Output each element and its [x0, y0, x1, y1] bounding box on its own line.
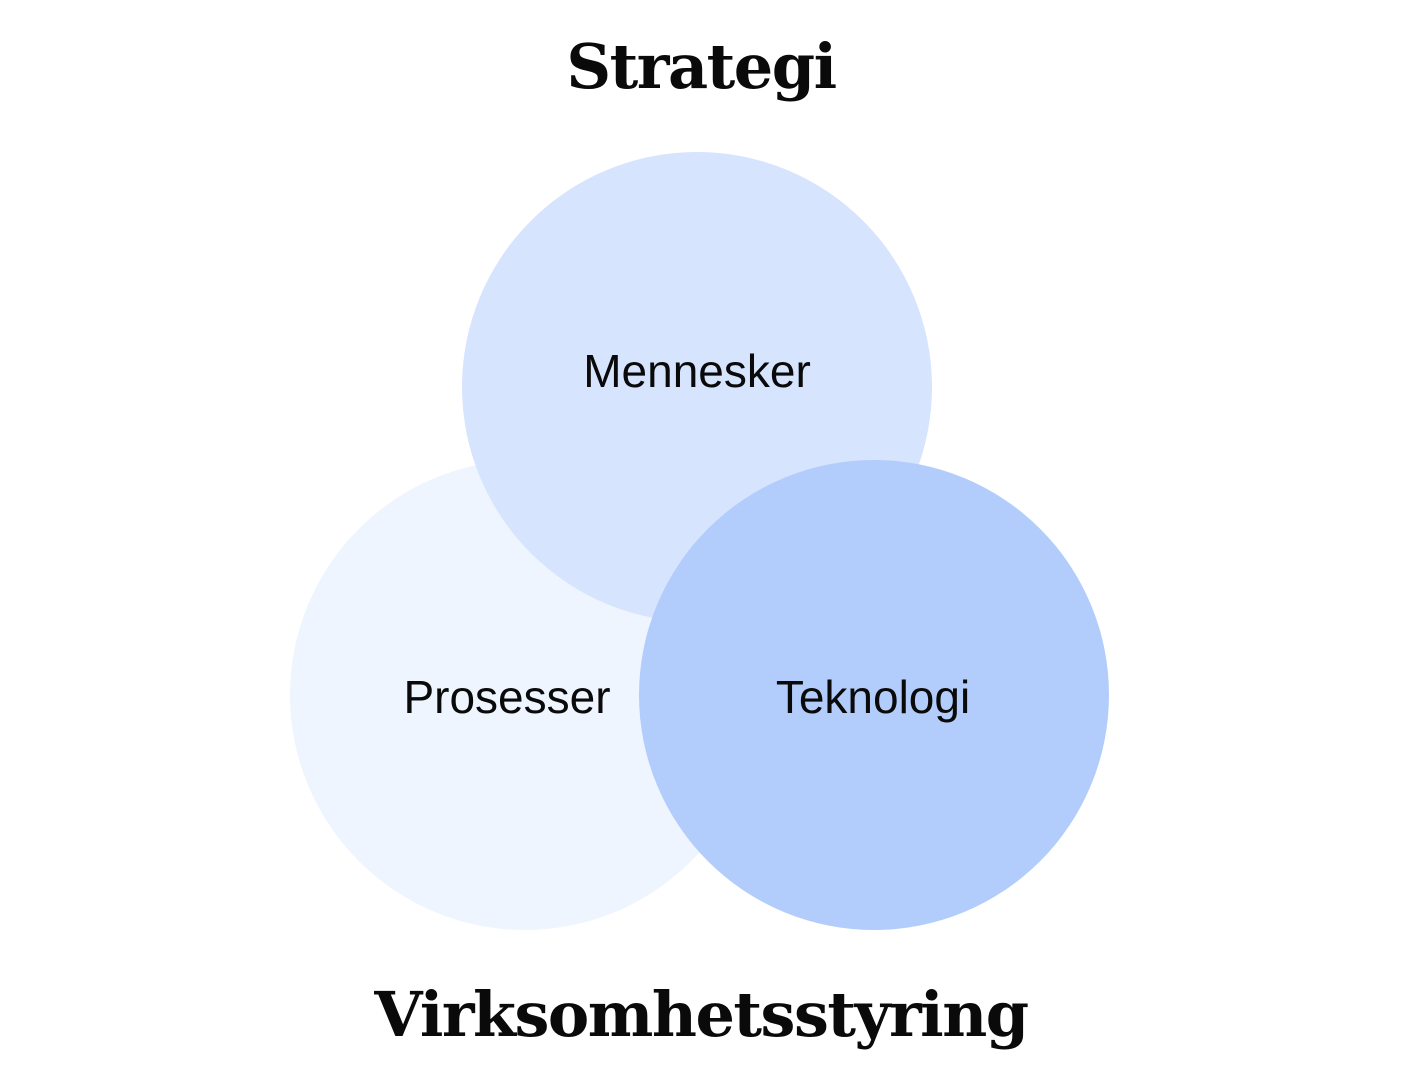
- diagram-title-strategi: Strategi: [566, 30, 837, 103]
- circle-teknologi: [639, 460, 1109, 930]
- diagram-title-virksomhetsstyring: Virksomhetsstyring: [374, 978, 1029, 1051]
- label-teknologi: Teknologi: [775, 671, 971, 723]
- label-prosesser: Prosesser: [403, 671, 611, 723]
- label-mennesker: Mennesker: [583, 345, 811, 397]
